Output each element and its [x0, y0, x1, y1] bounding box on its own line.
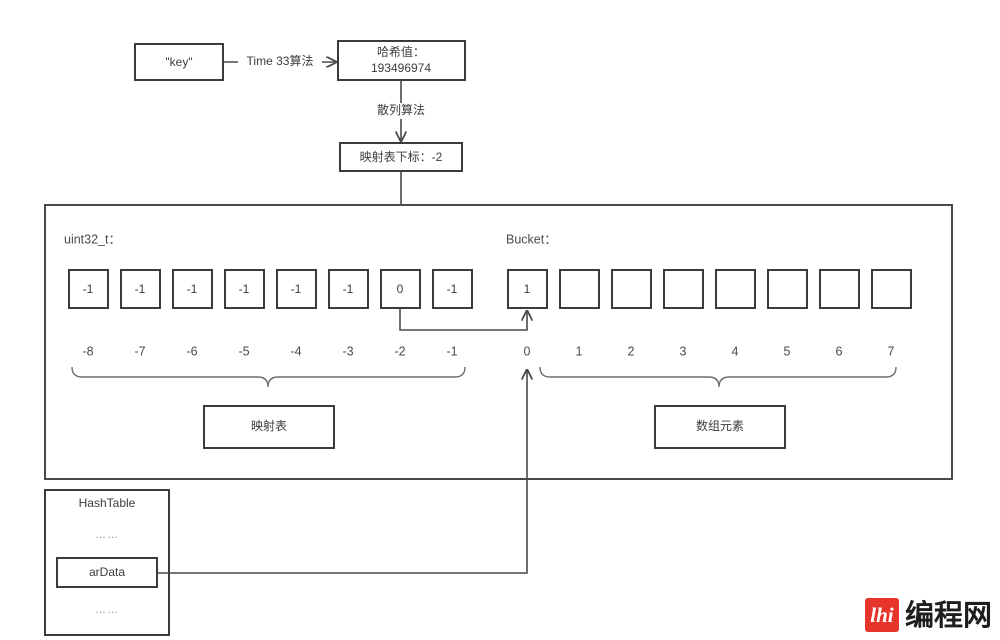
- mapping-cell-index: -5: [238, 344, 249, 358]
- mapping-cell: -1 -6: [172, 269, 213, 358]
- mapping-cell: -1 -3: [328, 269, 369, 358]
- ardata-field-box: arData: [56, 557, 158, 588]
- hashtable-title: HashTable: [79, 496, 136, 510]
- mapping-group-label: 映射表: [251, 418, 287, 433]
- mapping-cell: -1 -1: [432, 269, 473, 358]
- hash-value-box: 哈希值： 193496974: [337, 40, 466, 81]
- mapping-caption: uint32_t：: [64, 232, 121, 246]
- scatter-algorithm-edge-label: 散列算法: [377, 102, 425, 117]
- bucket-cell-index: 7: [888, 344, 895, 358]
- bucket-cell: 3: [663, 269, 704, 358]
- mapping-cell-value: -1: [447, 282, 458, 296]
- bucket-cell-index: 5: [784, 344, 791, 358]
- watermark-text: 编程网: [904, 597, 992, 632]
- watermark-logo-icon: lhi: [864, 598, 899, 632]
- mapping-cell-value: -1: [187, 282, 198, 296]
- bucket-cell-index: 2: [628, 344, 635, 358]
- hash-value-number: 193496974: [371, 61, 431, 75]
- bucket-cell-index: 4: [732, 344, 739, 358]
- mapping-cell-value: -1: [135, 282, 146, 296]
- hash-function-edge-label: Time 33算法: [247, 53, 314, 68]
- mapping-cell-index: -8: [82, 344, 93, 358]
- bucket-cell-index: 0: [524, 344, 531, 358]
- mapping-cell-index: -6: [186, 344, 197, 358]
- bucket-group-brace: [539, 366, 897, 388]
- bucket-cell: 1: [559, 269, 600, 358]
- scatter-algorithm-edge: 散列算法: [368, 80, 434, 141]
- ardata-to-bucket-edge: [157, 370, 527, 574]
- hashtable-dots-bottom: ……: [95, 604, 119, 616]
- bucket-caption: Bucket：: [506, 232, 557, 246]
- key-box-label: "key": [165, 55, 192, 69]
- mapping-cell-index: -4: [290, 344, 301, 358]
- watermark: lhi 编程网: [864, 597, 992, 632]
- mapping-cell: -1 -8: [68, 269, 109, 358]
- mapping-cell-active: 0 -2: [380, 269, 421, 358]
- hashtable-struct-box: HashTable …… arData ……: [44, 489, 170, 636]
- watermark-logo-glyph: lhi: [870, 603, 894, 627]
- bucket-cells: 1 0 1 2 3 4 5: [507, 269, 912, 358]
- bucket-cell-index: 3: [680, 344, 687, 358]
- mapping-table-cells: -1 -8 -1 -7 -1 -6 -1 -5 -1 -4 -1 -3: [68, 269, 473, 358]
- hash-function-edge: Time 33算法: [223, 53, 336, 70]
- mapping-index-box: 映射表下标：-2: [339, 142, 463, 172]
- bucket-cell-occupied: 1 0: [507, 269, 548, 358]
- mapping-index-label: 映射表下标：-2: [360, 149, 443, 164]
- bucket-cell: 4: [715, 269, 756, 358]
- mapping-cell: -1 -5: [224, 269, 265, 358]
- mapping-cell-value: -1: [343, 282, 354, 296]
- ardata-field-label: arData: [89, 565, 125, 579]
- bucket-group-label: 数组元素: [696, 418, 744, 433]
- bucket-cell-value: 1: [524, 282, 531, 296]
- bucket-cell-index: 1: [576, 344, 583, 358]
- hashtable-dots-top: ……: [95, 529, 119, 541]
- hash-value-title: 哈希值：: [377, 44, 425, 59]
- bucket-group-label-box: 数组元素: [654, 405, 786, 449]
- mapping-cell-value: -1: [291, 282, 302, 296]
- mapping-cell-index: -2: [394, 344, 405, 358]
- mapping-group-label-box: 映射表: [203, 405, 335, 449]
- bucket-cell: 6: [819, 269, 860, 358]
- bucket-cell-index: 6: [836, 344, 843, 358]
- mapping-cell-index: -1: [446, 344, 457, 358]
- key-box: "key": [134, 43, 224, 81]
- mapping-cell: -1 -7: [120, 269, 161, 358]
- mapping-cell-index: -7: [134, 344, 145, 358]
- mapping-cell-value: -1: [83, 282, 94, 296]
- bucket-cell: 2: [611, 269, 652, 358]
- bucket-cell: 7: [871, 269, 912, 358]
- mapping-cell: -1 -4: [276, 269, 317, 358]
- mapping-to-bucket-edge: [399, 308, 527, 331]
- bucket-cell: 5: [767, 269, 808, 358]
- mapping-cell-index: -3: [342, 344, 353, 358]
- mapping-cell-value: 0: [397, 282, 404, 296]
- memory-layout-container: [44, 204, 953, 480]
- mapping-group-brace: [71, 366, 466, 388]
- mapping-cell-value: -1: [239, 282, 250, 296]
